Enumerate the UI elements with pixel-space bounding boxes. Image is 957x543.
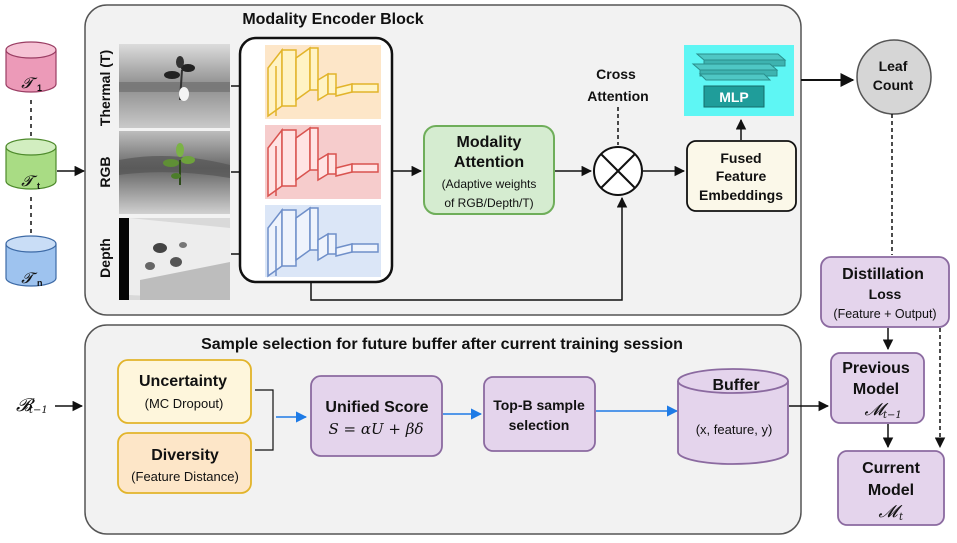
unified-title: Unified Score xyxy=(325,399,428,416)
encoder-title: Modality Encoder Block xyxy=(242,11,423,28)
distill-line-1: Distillation xyxy=(842,266,924,283)
cross-label-2: Attention xyxy=(587,88,648,104)
previous-line-2: Model xyxy=(853,381,899,398)
attention-title-2: Attention xyxy=(454,154,524,171)
task-sub-n: n xyxy=(37,278,43,288)
fused-line-2: Feature xyxy=(716,168,767,184)
distillation-loss-box: Distillation Loss (Feature + Output) xyxy=(820,256,950,328)
previous-sub: t−1 xyxy=(883,410,902,421)
depth-encoder-network xyxy=(265,205,381,278)
task-sub-t: t xyxy=(37,181,40,191)
leaf-count-node: Leaf Count xyxy=(856,39,932,115)
modality-attention-box: Modality Attention (Adaptive weights of … xyxy=(423,125,555,215)
previous-symbol: 𝓜 xyxy=(864,400,888,420)
topb-selection-box: Top-B sample selection xyxy=(483,376,596,452)
buffer-title: Buffer xyxy=(712,377,759,394)
thermal-image xyxy=(119,44,230,128)
previous-line-1: Previous xyxy=(842,360,910,377)
uncertainty-box: Uncertainty (MC Dropout) xyxy=(117,359,252,424)
input-sub: t−1 xyxy=(29,405,48,416)
task-cylinder-t: 𝓣 t xyxy=(5,138,57,191)
previous-model-box: Previous Model 𝓜 t−1 xyxy=(830,352,925,424)
mlp-block: MLP xyxy=(684,45,794,116)
fused-line-3: Embeddings xyxy=(699,187,783,203)
row-label-depth: Depth xyxy=(97,238,113,278)
current-model-box: Current Model 𝓜 t xyxy=(837,450,945,526)
leaf-line-1: Leaf xyxy=(879,58,908,74)
buffer-cylinder: Buffer (x, feature, y) xyxy=(677,368,789,465)
topb-line-2: selection xyxy=(509,417,570,433)
arrow-skip-to-cross xyxy=(310,196,628,301)
selection-panel xyxy=(84,324,802,535)
current-line-1: Current xyxy=(862,460,920,477)
fused-embeddings-box: Fused Feature Embeddings xyxy=(686,140,797,212)
diversity-sub: (Feature Distance) xyxy=(131,469,239,484)
task-cylinder-1: 𝓣 1 xyxy=(5,41,57,93)
attention-title-1: Modality xyxy=(457,134,522,151)
thermal-encoder-network xyxy=(265,45,381,119)
input-label: 𝓑 xyxy=(16,395,35,416)
fused-line-1: Fused xyxy=(720,150,761,166)
distill-line-2: Loss xyxy=(869,286,902,302)
diversity-title: Diversity xyxy=(151,447,219,464)
unified-formula: S = αU + βδ xyxy=(329,420,424,438)
diversity-box: Diversity (Feature Distance) xyxy=(117,432,252,494)
unified-score-box: Unified Score S = αU + βδ xyxy=(310,375,443,457)
current-line-2: Model xyxy=(868,482,914,499)
attention-line-2: of RGB/Depth/T) xyxy=(444,196,533,210)
current-symbol: 𝓜 xyxy=(878,502,902,522)
selection-title: Sample selection for future buffer after… xyxy=(201,336,683,353)
current-sub: t xyxy=(899,512,904,523)
row-label-rgb: RGB xyxy=(97,156,113,187)
row-label-thermal: Thermal (T) xyxy=(97,50,113,126)
buffer-sub: (x, feature, y) xyxy=(696,422,773,437)
bracket-uncertainty-diversity xyxy=(255,389,274,451)
depth-image xyxy=(119,218,230,300)
mlp-label: MLP xyxy=(719,89,749,105)
topb-line-1: Top-B sample xyxy=(493,397,585,413)
rgb-image xyxy=(119,131,230,214)
uncertainty-sub: (MC Dropout) xyxy=(145,396,224,411)
leaf-line-2: Count xyxy=(873,77,914,93)
uncertainty-title: Uncertainty xyxy=(139,373,227,390)
cross-attention-operator xyxy=(593,146,643,196)
cross-label-1: Cross xyxy=(596,66,636,82)
distill-line-3: (Feature + Output) xyxy=(833,307,936,321)
task-cylinder-n: 𝓣 n xyxy=(5,235,57,288)
attention-line-1: (Adaptive weights xyxy=(442,177,537,191)
task-sub-1: 1 xyxy=(37,83,42,93)
rgb-encoder-network xyxy=(265,125,381,199)
